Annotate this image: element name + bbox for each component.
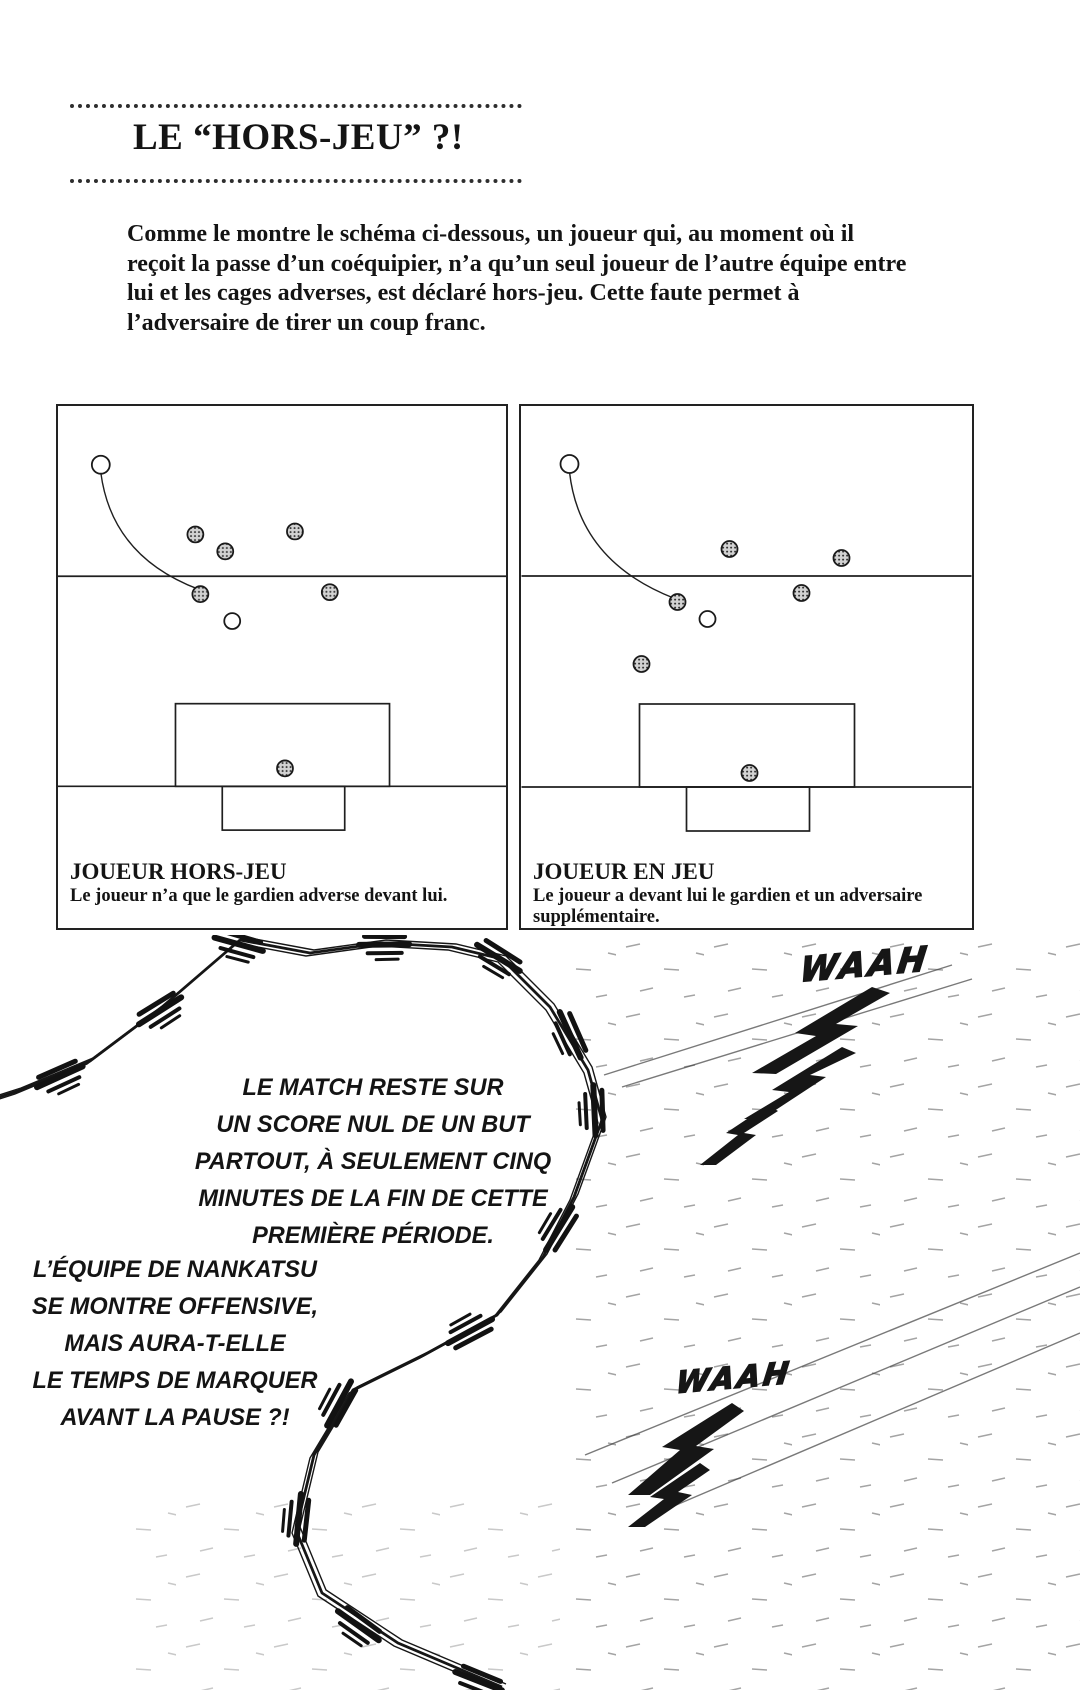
diagram-onside: JOUEUR EN JEU Le joueur a devant lui le …	[519, 404, 974, 930]
lightning-bolts	[628, 987, 890, 1527]
field-diagram-onside	[521, 454, 972, 832]
pitch-line	[647, 1332, 1080, 1518]
player-tone	[792, 584, 811, 602]
goal	[685, 786, 811, 832]
player-open	[90, 454, 111, 475]
player-tone	[276, 759, 294, 778]
player-open	[698, 610, 717, 628]
player-tone	[632, 655, 651, 673]
player-tone	[720, 540, 739, 558]
narration-line: LE TEMPS DE MARQUER	[32, 1367, 318, 1394]
narration-line: MINUTES DE LA FIN DE CETTE	[198, 1185, 548, 1212]
player-tone	[186, 525, 205, 544]
diagram-caption-offside: JOUEUR HORS-JEU	[70, 859, 287, 884]
player-open	[559, 454, 580, 474]
diagram-offside: JOUEUR HORS-JEU Le joueur n’a que le gar…	[56, 404, 508, 930]
goal	[221, 785, 346, 831]
narration-block-1: LE MATCH RESTE SUR UN SCORE NUL DE UN BU…	[186, 1069, 560, 1254]
page-title: LE “HORS-JEU” ?!	[133, 117, 464, 158]
dotted-divider-top	[70, 104, 522, 108]
dotted-divider-bottom	[70, 179, 522, 183]
pass-trajectory	[100, 472, 199, 590]
pass-trajectory	[568, 471, 674, 599]
narration-line: MAIS AURA-T-ELLE	[64, 1330, 286, 1357]
lightning-bolt	[752, 987, 890, 1074]
narration-line: PREMIÈRE PÉRIODE.	[252, 1222, 494, 1249]
player-tone	[216, 542, 235, 561]
narration-line: SE MONTRE OFFENSIVE,	[31, 1293, 319, 1320]
player-tone	[191, 585, 210, 604]
lightning-bolt	[628, 1463, 710, 1527]
field-diagram-offside	[58, 454, 506, 831]
lightning-bolt	[700, 1105, 778, 1165]
rule-intro-text: Comme le montre le schéma ci-dessous, un…	[127, 221, 907, 336]
narration-line: LE MATCH RESTE SUR	[242, 1074, 504, 1101]
player-tone	[286, 522, 304, 541]
diagram-caption-onside: JOUEUR EN JEU	[533, 859, 715, 884]
player-open	[223, 612, 242, 630]
narration-block-2: L’ÉQUIPE DE NANKATSU SE MONTRE OFFENSIVE…	[17, 1251, 334, 1436]
manga-artwork	[0, 935, 1080, 1690]
diagram-subcaption-onside: Le joueur a devant lui le gardien et un …	[533, 886, 923, 927]
diagram-subcaption-offside: Le joueur n’a que le gardien adverse dev…	[70, 886, 448, 906]
player-tone	[320, 583, 339, 602]
narration-line: AVANT LA PAUSE ?!	[60, 1404, 290, 1431]
narration-line: UN SCORE NUL DE UN BUT	[216, 1111, 530, 1138]
narration-line: PARTOUT, À SEULEMENT CINQ	[194, 1148, 552, 1175]
lightning-bolt	[628, 1403, 744, 1495]
grass-texture-right	[575, 935, 1080, 1690]
manga-panel: WAAH WAAH LE MATCH RESTE SUR UN SCORE NU…	[0, 935, 1080, 1690]
player-tone	[668, 593, 687, 611]
player-tone	[832, 549, 851, 567]
lightning-bolt	[744, 1047, 856, 1119]
narration-line: L’ÉQUIPE DE NANKATSU	[32, 1256, 318, 1283]
player-tone	[740, 764, 759, 782]
pitch-line	[584, 1252, 1080, 1456]
grass-texture-bottom-left	[130, 1490, 560, 1690]
pitch-line	[603, 964, 953, 1076]
